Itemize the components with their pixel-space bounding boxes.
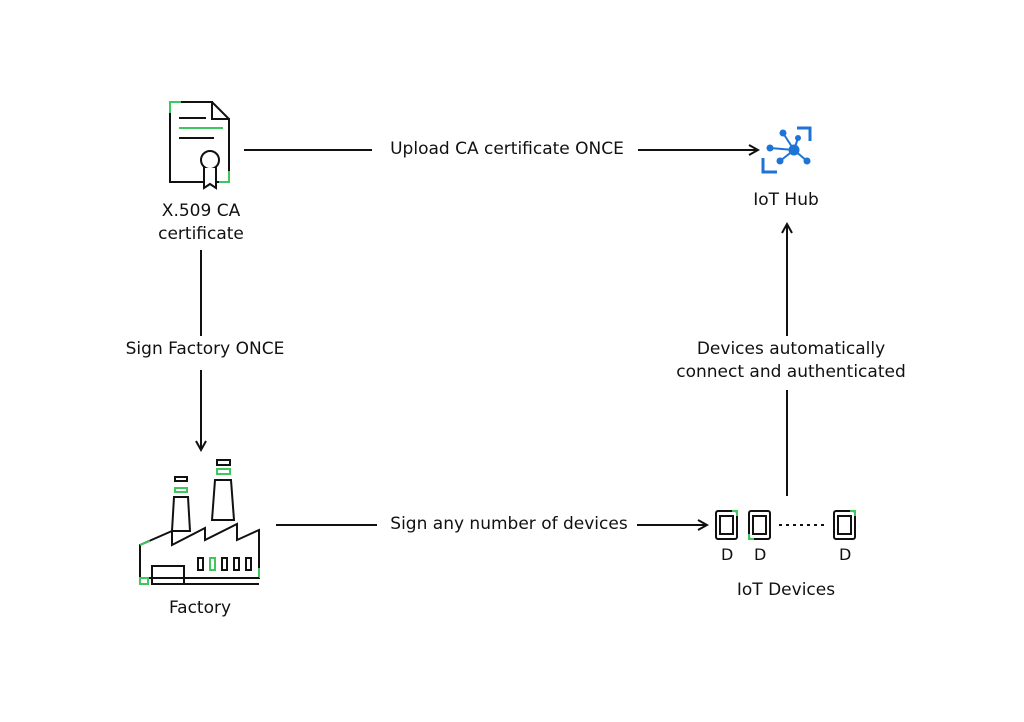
device-icon bbox=[748, 510, 771, 540]
factory-label: Factory bbox=[168, 598, 232, 618]
certificate-icon bbox=[169, 101, 230, 190]
factory-icon bbox=[139, 459, 260, 585]
device-icon bbox=[833, 510, 856, 540]
ca-certificate-label-line2: certificate bbox=[158, 224, 244, 244]
device-mark: D bbox=[754, 545, 767, 564]
ca-certificate-label-line1: X.509 CA bbox=[161, 201, 241, 221]
ca-certificate-label: X.509 CA certificate bbox=[140, 200, 262, 246]
edge-label-sign-factory: Sign Factory ONCE bbox=[110, 338, 300, 361]
edge-label-auto-connect: Devices automatically connect and authen… bbox=[657, 338, 925, 384]
edge-label-auto-connect-line1: Devices automatically bbox=[696, 339, 886, 359]
edge-label-upload: Upload CA certificate ONCE bbox=[376, 138, 638, 161]
device-mark: D bbox=[839, 545, 852, 564]
iot-devices-label: IoT Devices bbox=[736, 580, 836, 600]
device-icon bbox=[715, 510, 738, 540]
edge-label-sign-devices: Sign any number of devices bbox=[381, 513, 637, 536]
device-mark: D bbox=[721, 545, 734, 564]
iot-hub-label: IoT Hub bbox=[753, 190, 819, 210]
edge-label-auto-connect-line2: connect and authenticated bbox=[676, 362, 906, 382]
iot-hub-icon bbox=[761, 126, 812, 174]
